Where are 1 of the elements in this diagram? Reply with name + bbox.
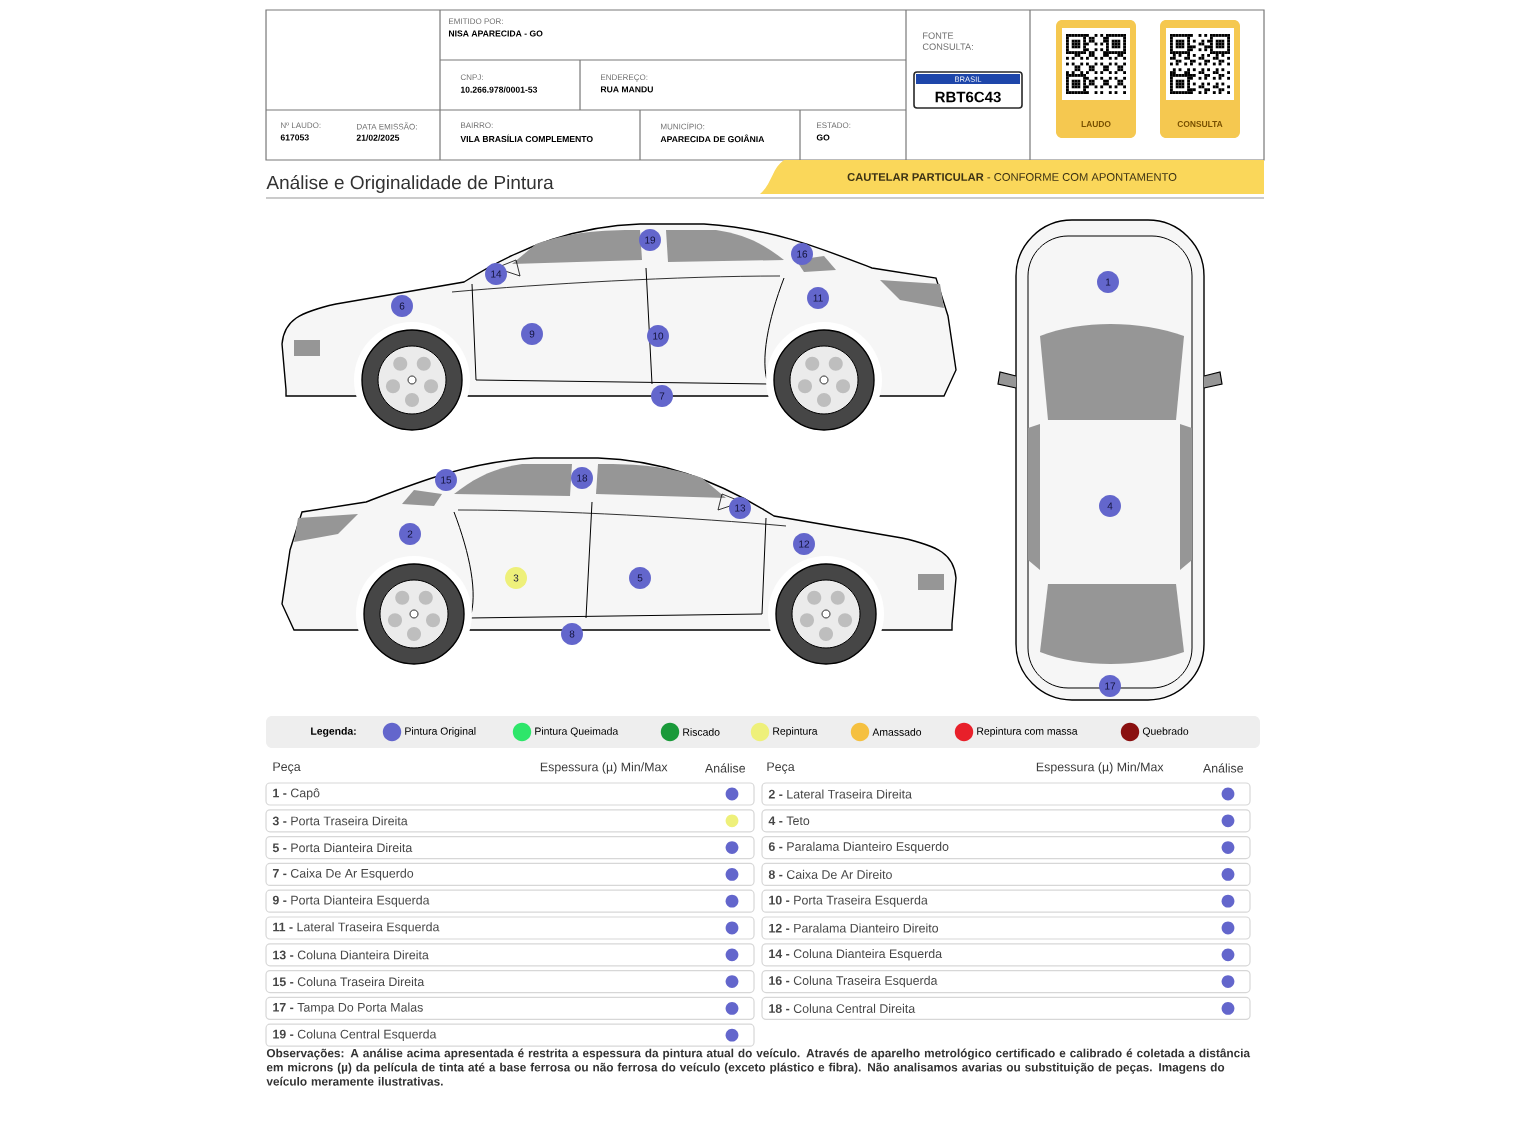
section-title: Análise e Originalidade de Pintura bbox=[266, 175, 554, 193]
